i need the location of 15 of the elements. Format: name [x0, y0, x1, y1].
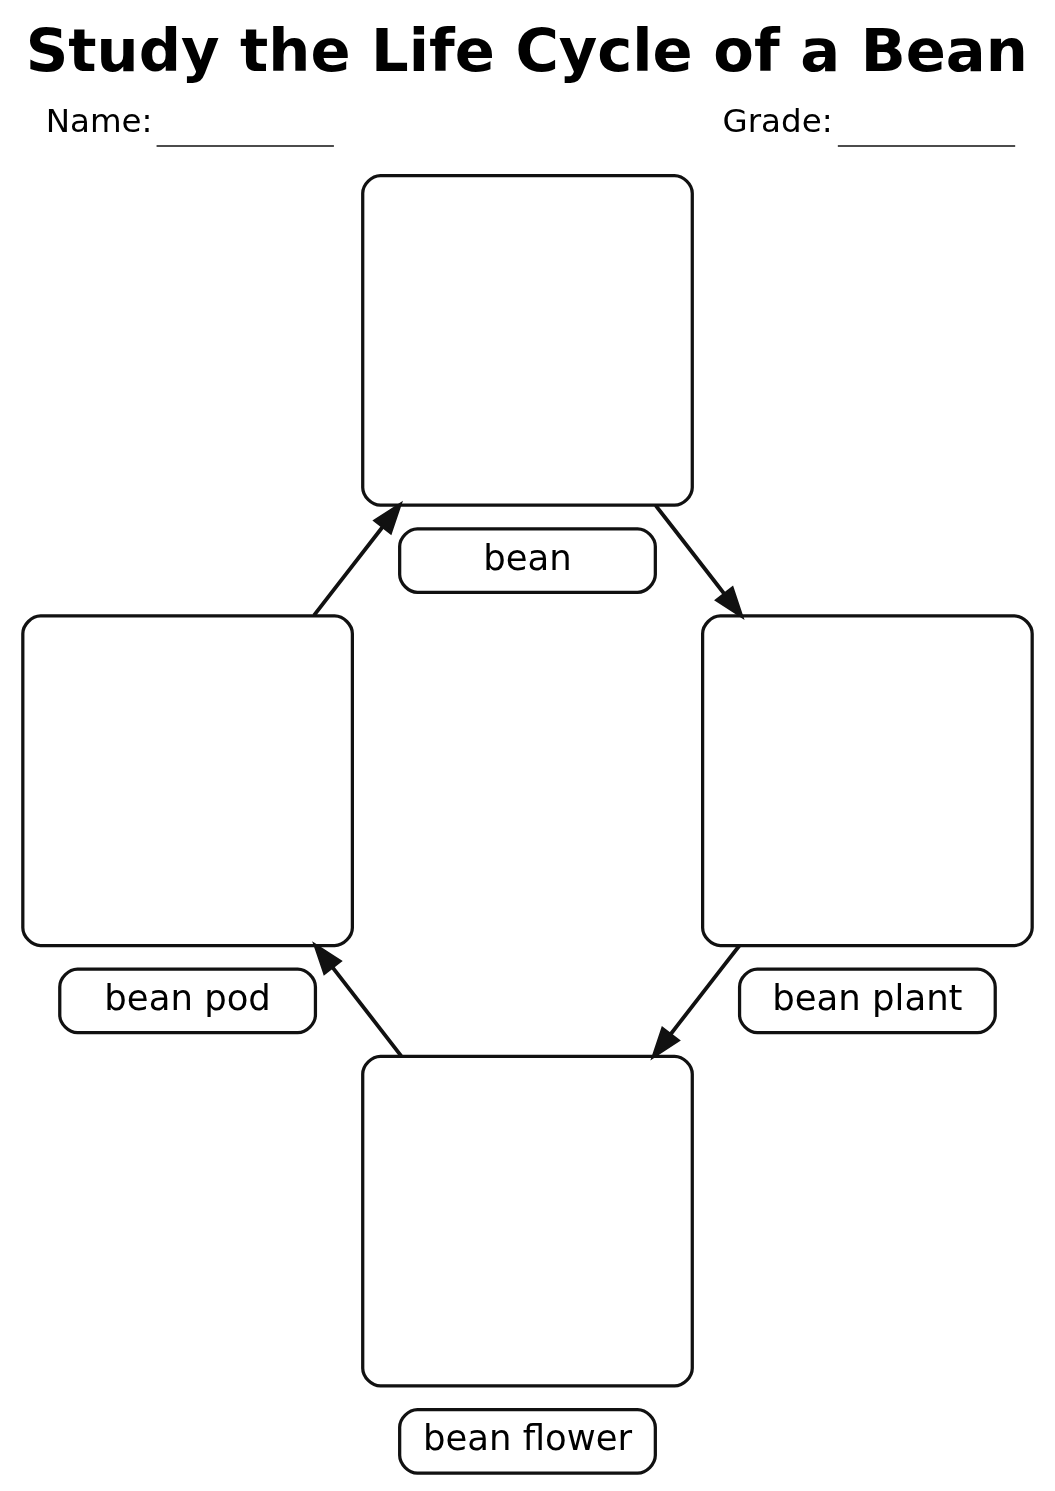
node-box: [701, 613, 1034, 947]
node-box: bean plant: [737, 967, 997, 1034]
node-box: [361, 1054, 694, 1388]
arrow: [650, 944, 741, 1060]
node-box: bean pod: [58, 967, 318, 1034]
diagram-title: Study the Life Cycle of a Bean: [25, 15, 1028, 85]
node-box: [21, 613, 354, 947]
arrow: [312, 940, 403, 1057]
arrow: [312, 500, 403, 617]
arrow: [654, 503, 745, 620]
node-box: [361, 173, 694, 507]
node-box: bean: [398, 526, 657, 594]
label: Grade:: [722, 101, 833, 140]
label: Name:: [45, 101, 153, 140]
node-box: bean flower: [398, 1407, 657, 1475]
